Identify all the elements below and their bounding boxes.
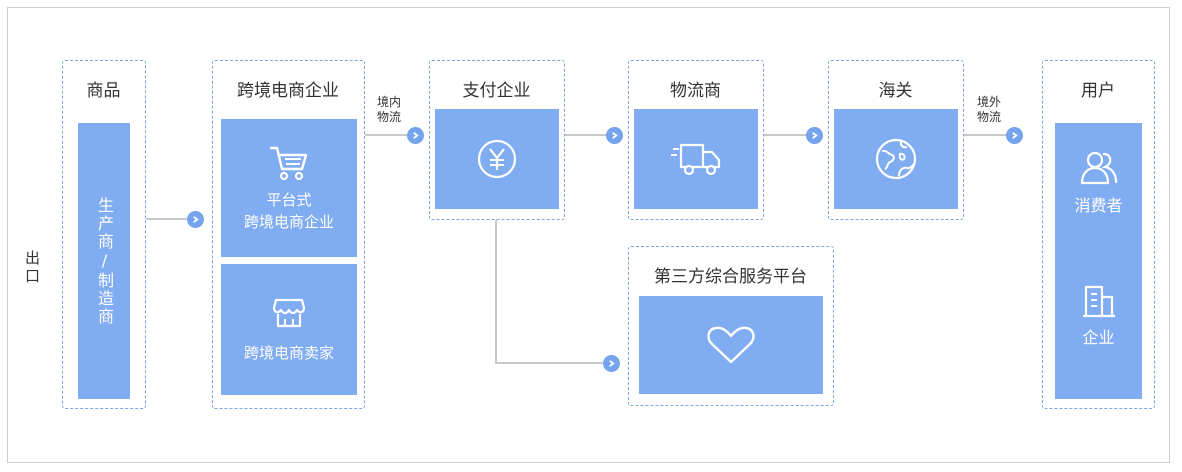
card-platform-line2: 跨境电商企业 [243,213,334,231]
chevron-right-icon [603,355,620,372]
connector-goods-ecommerce [145,218,191,220]
card-manufacturer-label: 生产商/制造商 [95,196,114,326]
card-users: 消费者 企业 [1055,123,1142,399]
card-third-party [639,296,823,394]
card-manufacturer: 生产商/制造商 [78,123,130,399]
truck-icon [671,143,721,176]
connector-logistics-customs [763,134,813,136]
connector-customs-users [963,134,1013,136]
yen-icon [477,139,517,179]
edge-label-foreign: 境外 物流 [970,95,1008,125]
users-icon [1080,151,1117,185]
card-platform-ecommerce: 平台式 跨境电商企业 [221,119,357,257]
chevron-right-icon [407,127,424,144]
heart-icon [707,326,755,364]
cart-icon [269,146,308,181]
edge-label-foreign-line1: 境外 [976,95,1001,109]
group-ecommerce: 跨境电商企业 平台式 跨境电商企业 跨境电商卖家 [212,60,365,409]
card-seller-label: 跨境电商卖家 [243,343,334,362]
group-payment: 支付企业 [429,60,565,220]
connector-payment-down [495,220,497,364]
card-seller: 跨境电商卖家 [221,264,357,395]
diagram-frame [7,7,1170,463]
edge-label-foreign-line2: 物流 [976,110,1001,124]
globe-icon [875,138,917,180]
connector-ecommerce-payment [364,134,414,136]
connector-to-third-party [495,362,605,364]
card-platform-line1: 平台式 [266,191,312,209]
chevron-right-icon [1006,127,1023,144]
card-payment [435,109,559,209]
card-consumer-label: 消费者 [1074,196,1123,215]
card-customs [834,109,958,209]
group-logistics: 物流商 [628,60,764,220]
side-label: 出口 [23,250,41,286]
group-users-title: 用户 [1081,81,1115,101]
group-third-party-title: 第三方综合服务平台 [654,267,807,287]
edge-label-domestic-line2: 物流 [376,110,401,124]
group-goods: 商品 生产商/制造商 [62,60,146,409]
chevron-right-icon [806,127,823,144]
connector-payment-logistics [564,134,614,136]
store-icon [272,298,306,327]
group-ecommerce-title: 跨境电商企业 [237,81,339,101]
edge-label-domestic: 境内 物流 [370,95,408,125]
group-logistics-title: 物流商 [670,81,721,101]
group-customs-title: 海关 [878,81,913,101]
card-logistics [634,109,758,209]
group-third-party: 第三方综合服务平台 [628,246,834,406]
edge-label-domestic-line1: 境内 [376,95,401,109]
group-users: 用户 消费者 企业 [1042,60,1155,409]
group-goods-title: 商品 [86,81,121,101]
chevron-right-icon [187,211,204,228]
building-icon [1082,285,1115,318]
chevron-right-icon [606,127,623,144]
card-enterprise-label: 企业 [1082,328,1115,347]
group-customs: 海关 [828,60,964,220]
group-payment-title: 支付企业 [462,81,531,101]
